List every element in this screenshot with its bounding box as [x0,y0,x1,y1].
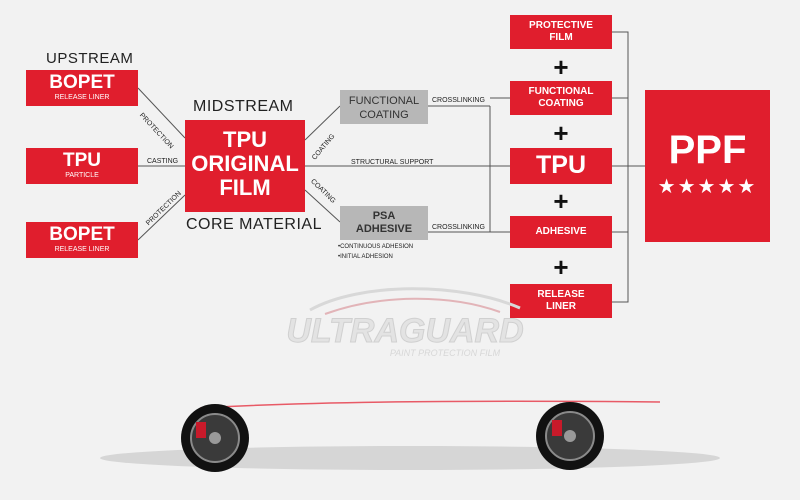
psa-adhesive-box: PSA ADHESIVE [340,206,428,240]
edge-label-structural-support: STRUCTURAL SUPPORT [351,159,434,166]
psa-line1: PSA [372,210,396,222]
edge-bopet-bottom [137,194,186,241]
tpu-layer-box: TPU [510,148,612,184]
protective-film-line2: FILM [549,32,573,43]
tpu-layer-title: TPU [536,151,586,179]
protective-film-line1: PROTECTIVE [529,20,593,31]
adhesive-layer-title: ADHESIVE [535,226,587,237]
edge-label-casting: CASTING [147,158,179,165]
ultraguard-logo: ULTRAGUARD PAINT PROTECTION FILM [286,287,524,358]
tpu-particle-sub: PARTICLE [65,172,99,179]
bopet-bottom-sub: RELEASE LINER [54,246,110,253]
bopet-bottom-box: BOPET RELEASE LINER [26,222,138,258]
tpu-particle-box: TPU PARTICLE [26,148,138,184]
functional-coating-line1: FUNCTIONAL [348,95,420,107]
bopet-top-box: BOPET RELEASE LINER [26,70,138,106]
plus-1: + [553,52,569,82]
plus-2: + [553,118,569,148]
core-line2: ORIGINAL [191,151,299,176]
tpu-original-film-box: TPU ORIGINAL FILM [185,120,305,212]
core-material-label: CORE MATERIAL [186,216,322,233]
bopet-top-sub: RELEASE LINER [54,94,110,101]
psa-note-initial: •INITIAL ADHESION [338,254,393,260]
watermark-tagline: PAINT PROTECTION FILM [390,348,501,358]
functional-coating-layer-line1: FUNCTIONAL [528,86,594,97]
bracket-right [612,31,629,303]
core-line1: TPU [223,127,267,152]
core-line3: FILM [219,175,271,200]
midstream-label: MIDSTREAM [193,98,294,115]
plus-3: + [553,186,569,216]
release-liner-line1: RELEASE [537,289,585,300]
ppf-stars: ★★★★★ [657,176,758,198]
bopet-top-title: BOPET [49,72,115,93]
psa-line2: ADHESIVE [355,223,413,235]
red-convertible-car-image [100,400,720,472]
edge-bopet-top [137,87,186,139]
edge-core-functional [304,105,341,141]
release-liner-layer-box: RELEASE LINER [510,284,612,318]
functional-coating-layer-box: FUNCTIONAL COATING [510,81,612,115]
functional-coating-layer-line2: COATING [538,98,584,109]
psa-note-continuous: •CONTINUOUS ADHESION [338,244,414,250]
plus-4: + [553,252,569,282]
ppf-box: PPF ★★★★★ [645,90,770,242]
release-liner-line2: LINER [546,301,576,312]
watermark-brand: ULTRAGUARD [286,312,523,350]
edge-core-psa [304,189,341,223]
protective-film-box: PROTECTIVE FILM [510,15,612,49]
tpu-particle-title: TPU [63,150,101,171]
functional-coating-box: FUNCTIONAL COATING [340,90,428,124]
ppf-title: PPF [668,128,747,172]
functional-coating-line2: COATING [359,109,409,121]
upstream-label: UPSTREAM [46,50,134,67]
bopet-bottom-title: BOPET [49,224,115,245]
adhesive-layer-box: ADHESIVE [510,216,612,248]
edge-label-crosslinking-top: CROSSLINKING [432,97,485,104]
edge-label-crosslinking-bottom: CROSSLINKING [432,224,485,231]
